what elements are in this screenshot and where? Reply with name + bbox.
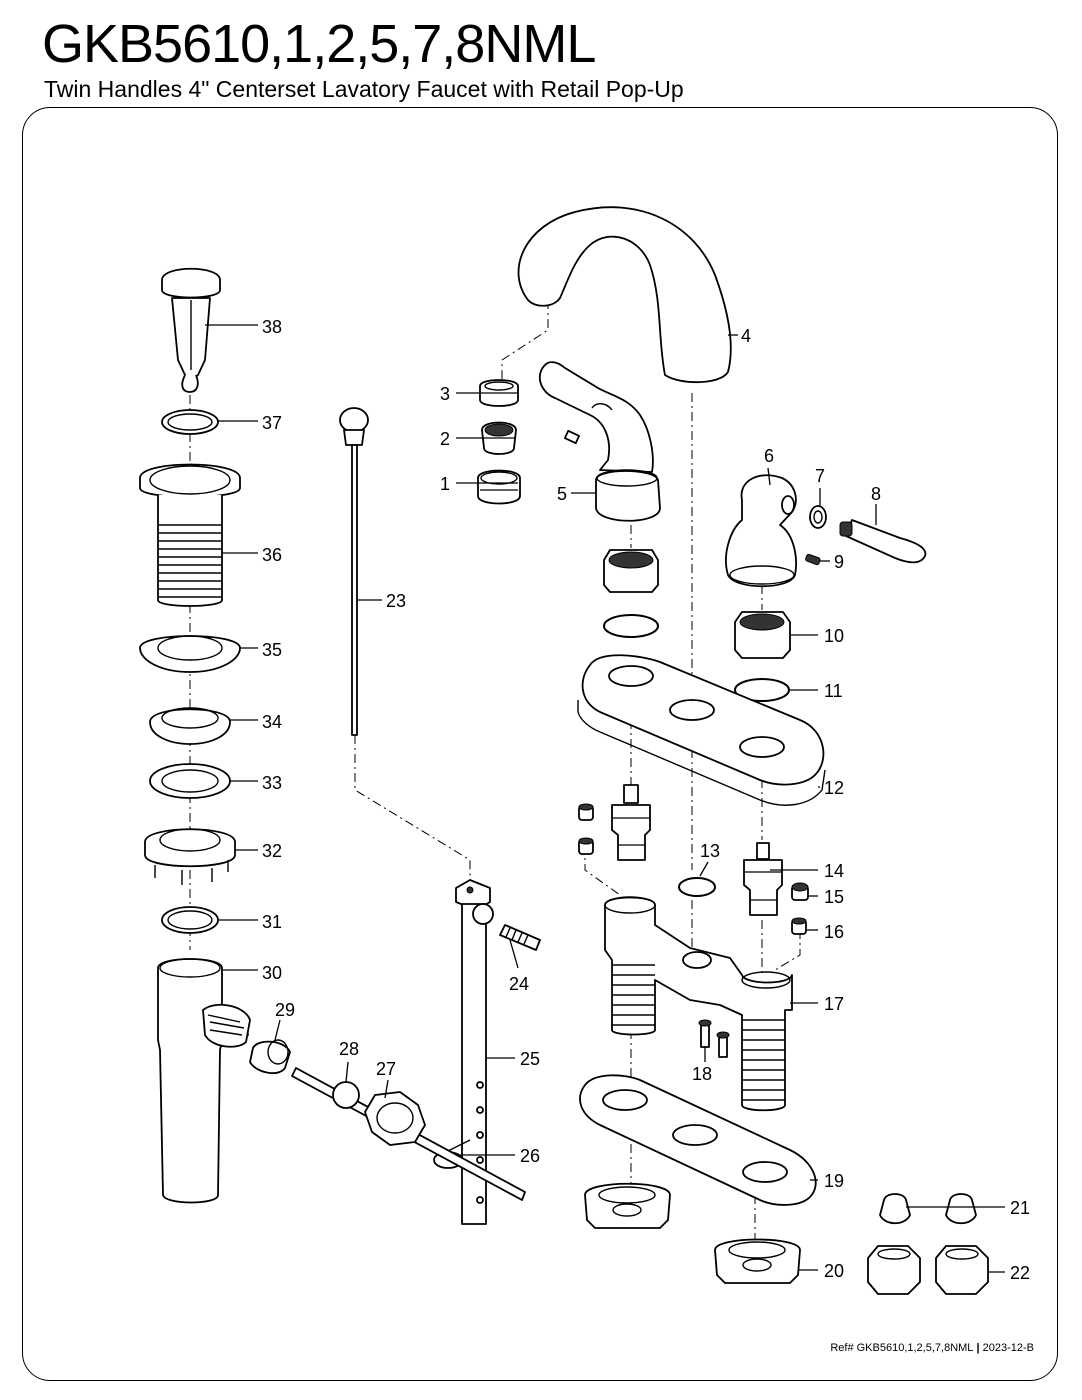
callout-22: 22	[1010, 1263, 1030, 1283]
callout-20: 20	[824, 1261, 844, 1281]
callout-9: 9	[834, 552, 844, 572]
callout-4: 4	[741, 326, 751, 346]
callout-24: 24	[509, 974, 529, 994]
callout-35: 35	[262, 640, 282, 660]
callout-33: 33	[262, 773, 282, 793]
part-22-coupling-nuts	[867, 1245, 989, 1295]
callout-19: 19	[824, 1171, 844, 1191]
part-14-cartridge	[743, 842, 783, 916]
callout-7: 7	[815, 466, 825, 486]
diagram-frame	[22, 107, 1058, 1381]
part-23-lift-rod	[339, 407, 369, 736]
callout-2: 2	[440, 429, 450, 449]
part-18-screws	[698, 1019, 730, 1058]
callout-8: 8	[871, 484, 881, 504]
leader-lines	[205, 324, 1005, 1273]
callout-14: 14	[824, 861, 844, 881]
callout-25: 25	[520, 1049, 540, 1069]
reference-footer: Ref# GKB5610,1,2,5,7,8NML | 2023-12-B	[830, 1342, 1034, 1354]
revision-code: 2023-12-B	[982, 1342, 1034, 1354]
callout-5: 5	[557, 484, 567, 504]
left-seat-spring	[578, 803, 594, 855]
callout-1: 1	[440, 474, 450, 494]
callout-labels: 1 2 3 4 5 6 7 8 9 10 11 12 13 14 15 16 1…	[262, 317, 1030, 1283]
part-17-faucet-body	[604, 896, 793, 1112]
part-24-thumb-screw	[472, 903, 541, 951]
callout-30: 30	[262, 963, 282, 983]
part-6-right-handle-body	[725, 474, 797, 588]
part-37-gasket	[161, 409, 219, 435]
callout-6: 6	[764, 446, 774, 466]
part-31-tailpiece-washer	[161, 906, 219, 934]
part-13-washer	[678, 877, 716, 897]
part-35-flange-gasket	[139, 635, 241, 673]
part-29-pivot-washer	[249, 1039, 291, 1075]
callout-34: 34	[262, 712, 282, 732]
reference-number: Ref# GKB5610,1,2,5,7,8NML	[830, 1342, 974, 1354]
part-36-drain-body	[139, 463, 241, 607]
callout-15: 15	[824, 887, 844, 907]
part-21-cone-washers	[879, 1193, 977, 1225]
left-cartridge	[611, 784, 651, 861]
callout-12: 12	[824, 778, 844, 798]
part-11-o-ring	[734, 678, 790, 702]
callout-27: 27	[376, 1059, 396, 1079]
page-subtitle: Twin Handles 4" Centerset Lavatory Fauce…	[44, 76, 684, 102]
part-10-bonnet-nut	[734, 611, 791, 659]
part-30-tailpiece	[157, 958, 251, 1204]
callout-13: 13	[700, 841, 720, 861]
part-1-aerator-housing	[477, 469, 521, 505]
left-bonnet-nut	[603, 549, 659, 593]
part-2-aerator-screen	[481, 421, 517, 455]
part-20-mounting-nut	[714, 1238, 801, 1284]
callout-11: 11	[824, 681, 843, 701]
callout-28: 28	[339, 1039, 359, 1059]
callout-37: 37	[262, 413, 282, 433]
callout-31: 31	[262, 912, 282, 932]
part-33-friction-washer	[149, 763, 231, 799]
callout-16: 16	[824, 922, 844, 942]
callout-38: 38	[262, 317, 282, 337]
callout-17: 17	[824, 994, 844, 1014]
part-32-lock-nut	[144, 828, 236, 885]
callout-21: 21	[1010, 1198, 1030, 1218]
part-19-base-plate	[579, 1074, 817, 1206]
callout-36: 36	[262, 545, 282, 565]
part-34-cone-washer	[149, 707, 231, 745]
callout-29: 29	[275, 1000, 295, 1020]
part-8-lever	[839, 519, 927, 564]
callout-3: 3	[440, 384, 450, 404]
part-27-pivot-nut	[364, 1091, 426, 1146]
left-mounting-nut	[584, 1182, 671, 1229]
assembly-axis-lines	[189, 300, 801, 1245]
callout-23: 23	[386, 591, 406, 611]
part-38-pop-up-stopper	[161, 267, 221, 393]
part-12-top-cover-plate	[577, 654, 826, 806]
part-4-spout	[517, 206, 732, 384]
callout-32: 32	[262, 841, 282, 861]
part-5-left-handle	[538, 361, 661, 522]
callout-26: 26	[520, 1146, 540, 1166]
part-15-seat	[791, 882, 809, 901]
callout-10: 10	[824, 626, 844, 646]
part-16-spring	[791, 917, 807, 935]
footer-separator: |	[973, 1342, 983, 1354]
left-o-ring	[603, 614, 659, 638]
page-title: GKB5610,1,2,5,7,8NML	[42, 14, 596, 74]
part-9-set-screw	[805, 553, 821, 566]
callout-18: 18	[692, 1064, 712, 1084]
part-7-handle-washer	[809, 505, 827, 529]
